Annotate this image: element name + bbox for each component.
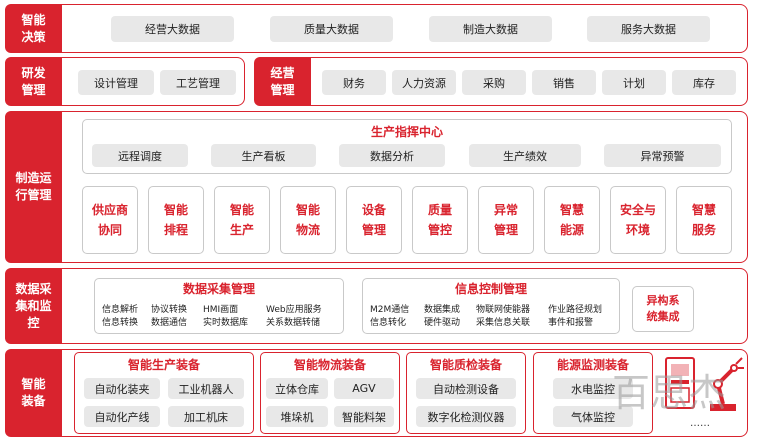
mfg-module-8[interactable]: 安全与 环境 <box>610 186 666 254</box>
heterogeneous-integration[interactable]: 异构系 统集成 <box>632 286 694 332</box>
command-item-2[interactable]: 数据分析 <box>339 144 445 167</box>
equip-group-3-title: 能源监测装备 <box>556 358 629 372</box>
data-collection-title: 数据采集管理 <box>182 282 255 296</box>
control-col-3-row-0: 作业路径规划 <box>548 305 603 315</box>
decision-item-3[interactable]: 服务大数据 <box>587 16 710 42</box>
data-collection-box <box>94 278 344 334</box>
equip-group-2-item-0[interactable]: 自动检测设备 <box>416 378 516 399</box>
mfg-module-3[interactable]: 智能 物流 <box>280 186 336 254</box>
control-col-2-row-1: 采集信息关联 <box>476 318 531 328</box>
equip-group-0-item-0[interactable]: 自动化装夹 <box>84 378 160 399</box>
control-col-2-row-0: 物联网使能器 <box>476 305 531 315</box>
mfg-module-6[interactable]: 异常 管理 <box>478 186 534 254</box>
control-col-0-row-0: M2M通信 <box>370 305 410 315</box>
equip-group-1-title: 智能物流装备 <box>293 358 366 372</box>
collection-col-3-row-1: 关系数据转储 <box>266 318 321 328</box>
business-item-3[interactable]: 销售 <box>532 70 596 95</box>
command-center-title: 生产指挥中心 <box>370 125 443 139</box>
mfg-module-1[interactable]: 智能 排程 <box>148 186 204 254</box>
equip-group-3-item-0[interactable]: 水电监控 <box>553 378 633 399</box>
mfg-module-4[interactable]: 设备 管理 <box>346 186 402 254</box>
command-item-3[interactable]: 生产绩效 <box>469 144 581 167</box>
command-item-0[interactable]: 远程调度 <box>92 144 188 167</box>
business-item-5[interactable]: 库存 <box>672 70 736 95</box>
equip-group-0-title: 智能生产装备 <box>127 358 200 372</box>
control-col-0-row-1: 信息转化 <box>370 318 407 328</box>
collection-col-1-row-0: 协议转换 <box>151 305 188 315</box>
collection-col-0-row-0: 信息解析 <box>102 305 139 315</box>
decision-item-1[interactable]: 质量大数据 <box>270 16 393 42</box>
control-col-1-row-0: 数据集成 <box>424 305 461 315</box>
mfg-module-0[interactable]: 供应商 协同 <box>82 186 138 254</box>
mfg-module-5[interactable]: 质量 管控 <box>412 186 468 254</box>
rd-label: 研发 管理 <box>5 57 62 106</box>
mfg-label: 制造运 行管理 <box>5 111 62 263</box>
control-col-1-row-1: 硬件驱动 <box>424 318 461 328</box>
decision-item-2[interactable]: 制造大数据 <box>429 16 552 42</box>
equip-group-0-item-1[interactable]: 工业机器人 <box>168 378 244 399</box>
industrial-machine-icon <box>665 357 695 409</box>
collection-col-2-row-1: 实时数据库 <box>203 318 249 328</box>
equip-group-2-title: 智能质检装备 <box>429 358 502 372</box>
equip-group-2-item-1[interactable]: 数字化检测仪器 <box>416 406 516 427</box>
business-item-4[interactable]: 计划 <box>602 70 666 95</box>
mfg-module-9[interactable]: 智慧 服务 <box>676 186 732 254</box>
equipment-label: 智能 装备 <box>5 349 62 437</box>
more-ellipsis: …… <box>690 418 710 429</box>
equip-group-1-item-2[interactable]: 堆垛机 <box>266 406 328 427</box>
collection-col-2-row-0: HMI画面 <box>203 305 239 315</box>
data-label: 数据采 集和监 控 <box>5 268 62 344</box>
equip-group-0-item-2[interactable]: 自动化产线 <box>84 406 160 427</box>
equip-group-1-item-3[interactable]: 智能料架 <box>334 406 394 427</box>
equip-group-1-item-0[interactable]: 立体仓库 <box>266 378 328 399</box>
robot-arm-icon <box>710 357 744 411</box>
mfg-module-2[interactable]: 智能 生产 <box>214 186 270 254</box>
command-item-1[interactable]: 生产看板 <box>211 144 316 167</box>
business-item-2[interactable]: 采购 <box>462 70 526 95</box>
equip-group-1-item-1[interactable]: AGV <box>334 378 394 399</box>
rd-item-1[interactable]: 工艺管理 <box>160 70 236 95</box>
rd-item-0[interactable]: 设计管理 <box>78 70 154 95</box>
control-col-3-row-1: 事件和报警 <box>548 318 594 328</box>
info-control-box <box>362 278 620 334</box>
decision-item-0[interactable]: 经营大数据 <box>111 16 234 42</box>
collection-col-3-row-0: Web应用服务 <box>266 305 322 315</box>
equip-group-0-item-3[interactable]: 加工机床 <box>168 406 244 427</box>
watermark: 百思杰 <box>612 371 727 415</box>
command-item-4[interactable]: 异常预警 <box>604 144 721 167</box>
business-item-0[interactable]: 财务 <box>322 70 386 95</box>
collection-col-1-row-1: 数据通信 <box>151 318 188 328</box>
info-control-title: 信息控制管理 <box>454 282 527 296</box>
business-item-1[interactable]: 人力资源 <box>392 70 456 95</box>
equip-group-3-item-1[interactable]: 气体监控 <box>553 406 633 427</box>
mfg-module-7[interactable]: 智慧 能源 <box>544 186 600 254</box>
collection-col-0-row-1: 信息转换 <box>102 318 139 328</box>
decision-label: 智能 决策 <box>5 4 62 53</box>
business-label: 经营 管理 <box>254 57 311 106</box>
